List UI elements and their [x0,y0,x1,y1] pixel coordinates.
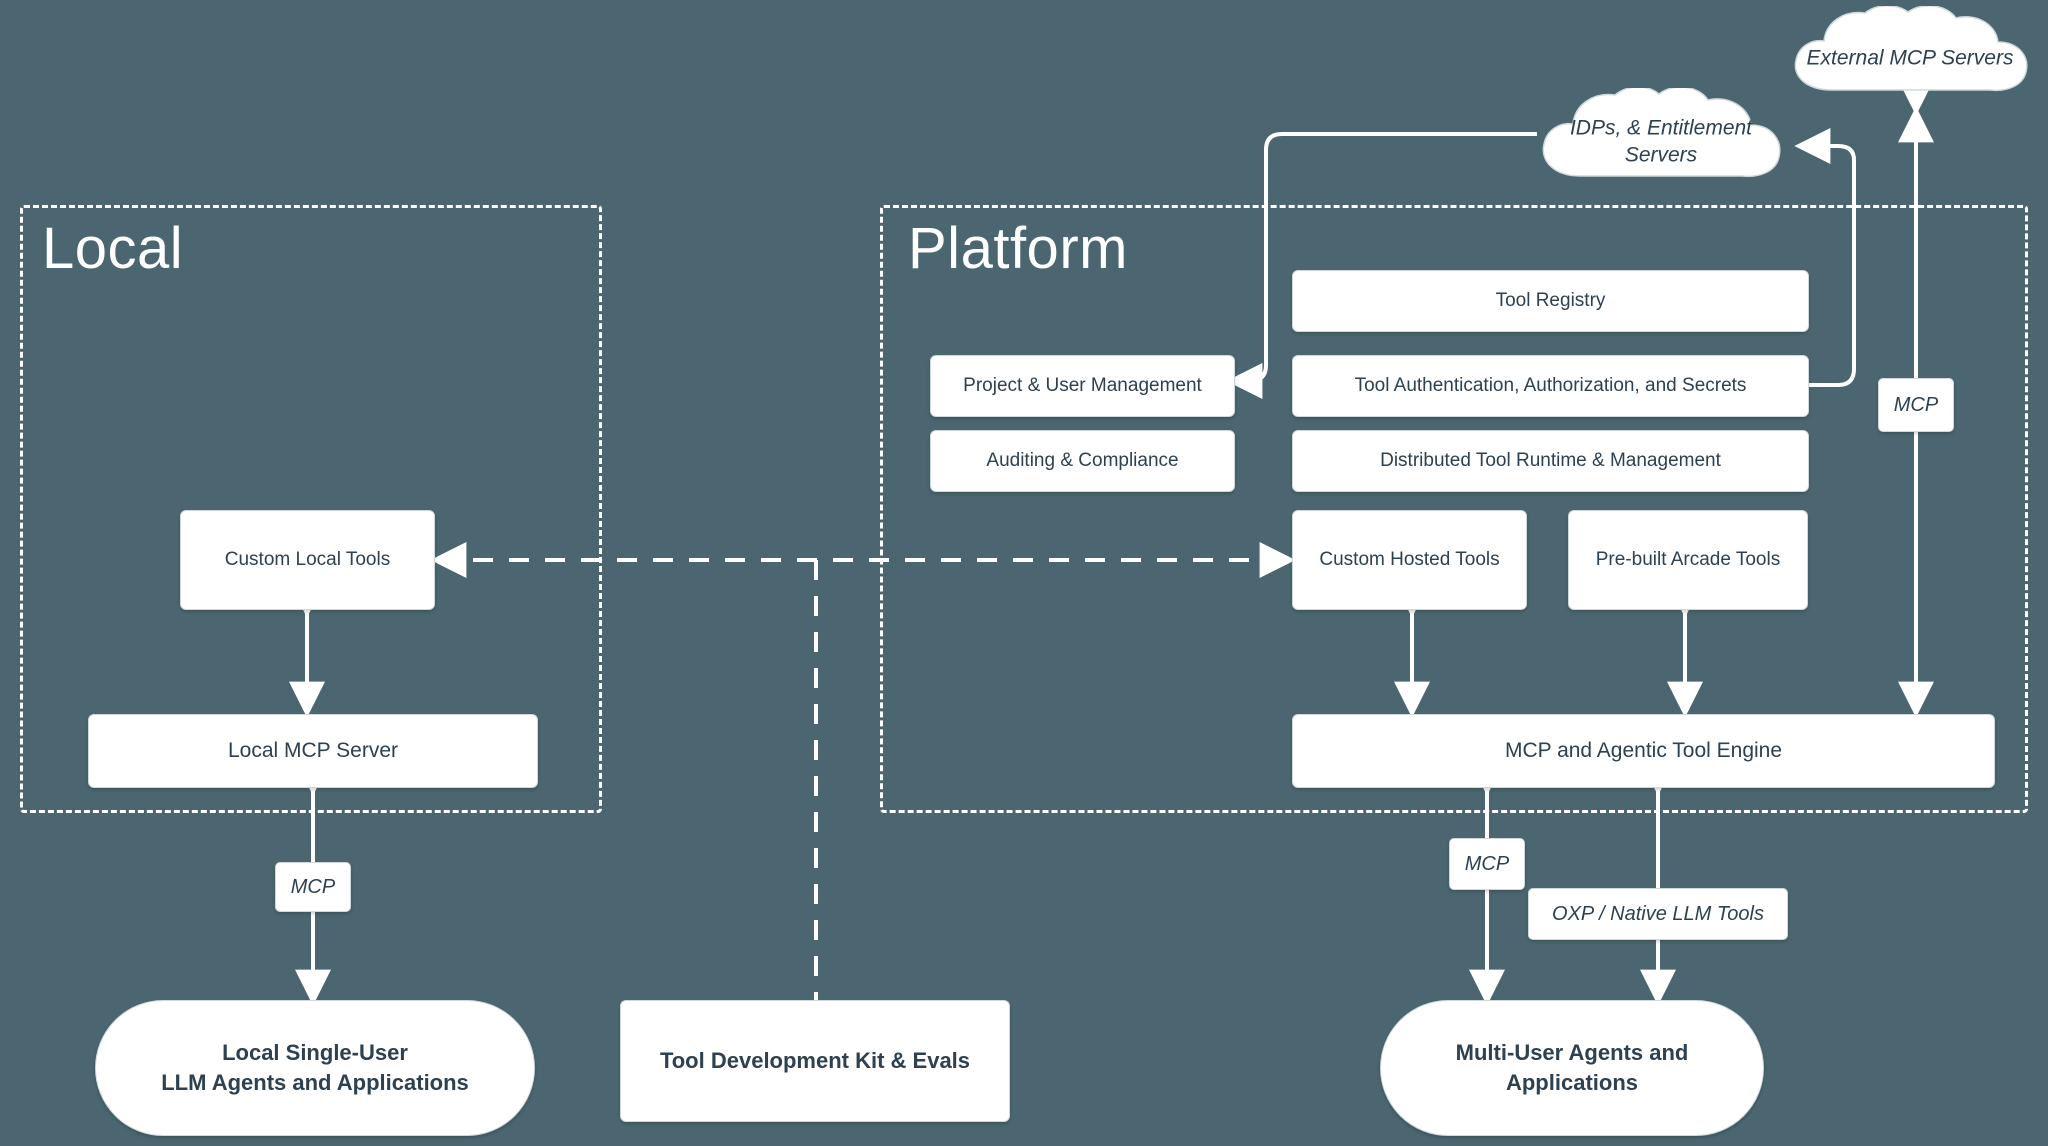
node-custom-hosted-tools[interactable]: Custom Hosted Tools [1292,510,1527,610]
multi-user-agents-line2: Applications [1505,1070,1638,1095]
local-agents-line1: Local Single-User [222,1040,408,1066]
node-local-agents[interactable]: Local Single-User LLM Agents and Applica… [95,1000,535,1136]
node-local-mcp-server[interactable]: Local MCP Server [88,714,538,788]
node-auditing-compliance[interactable]: Auditing & Compliance [930,430,1235,492]
node-custom-local-tools[interactable]: Custom Local Tools [180,510,435,610]
chip-mcp-agents: MCP [1449,838,1525,890]
node-distributed-tool-runtime[interactable]: Distributed Tool Runtime & Management [1292,430,1809,492]
node-project-user-management[interactable]: Project & User Management [930,355,1235,417]
local-agents-line2: LLM Agents and Applications [161,1070,469,1095]
idps-entitlement-servers-label: IDPs, & Entitlement Servers [1569,116,1753,167]
node-prebuilt-arcade-tools[interactable]: Pre-built Arcade Tools [1568,510,1808,610]
external-mcp-servers-label: External MCP Servers [1806,46,2014,70]
external-mcp-servers-cloud-shape [1794,5,2028,92]
node-multi-user-agents[interactable]: Multi-User Agents and Applications [1380,1000,1764,1136]
multi-user-agents-line1: Multi-User Agents and [1455,1040,1689,1066]
node-mcp-agentic-tool-engine[interactable]: MCP and Agentic Tool Engine [1292,714,1995,788]
chip-mcp-local: MCP [275,862,351,912]
node-tool-registry[interactable]: Tool Registry [1292,270,1809,332]
cloud-external-mcp-servers: External MCP Servers [1780,5,2040,110]
region-local-title: Local [42,216,184,281]
cloud-idps-entitlement-servers: IDPs, & Entitlement Servers [1530,86,1792,196]
chip-mcp-external: MCP [1878,378,1954,432]
region-platform-title: Platform [908,216,1128,281]
node-tool-development-kit[interactable]: Tool Development Kit & Evals [620,1000,1010,1122]
chip-oxp-native-llm-tools: OXP / Native LLM Tools [1528,888,1788,940]
node-tool-authentication[interactable]: Tool Authentication, Authorization, and … [1292,355,1809,417]
